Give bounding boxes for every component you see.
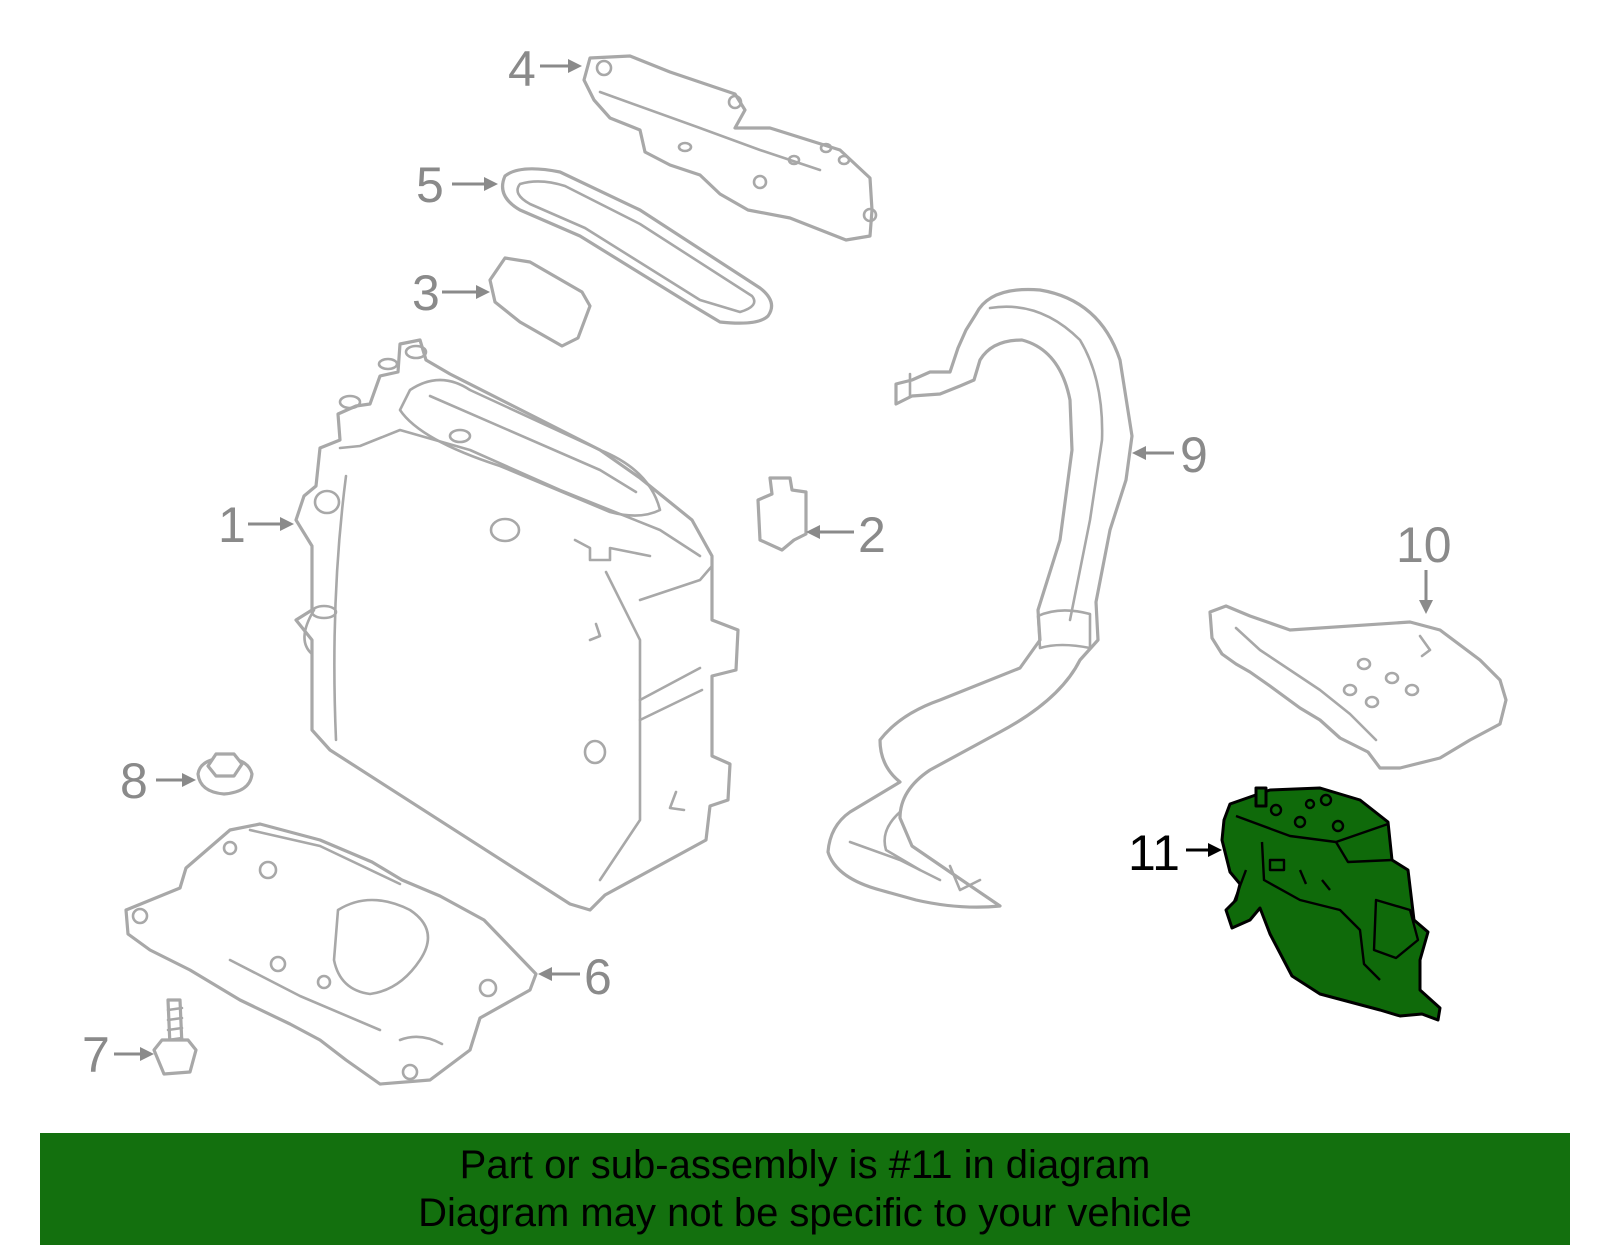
- callout-arrows: [114, 59, 1433, 1061]
- part-4-bracket: [582, 54, 878, 242]
- callout-10: 10: [1396, 517, 1452, 573]
- part-10-bracket: [1208, 604, 1508, 770]
- banner-line-2: Diagram may not be specific to your vehi…: [418, 1191, 1192, 1235]
- callout-8: 8: [120, 753, 148, 809]
- part-6-cover: [124, 822, 538, 1086]
- part-11-highlighted: [1220, 786, 1442, 1022]
- banner-background: [40, 1133, 1570, 1245]
- part-8-nut: [196, 752, 254, 796]
- part-2-clip: [756, 476, 808, 552]
- info-banner: Part or sub-assembly is #11 in diagram D…: [40, 1133, 1570, 1245]
- part-5-seal: [500, 167, 774, 325]
- callout-1: 1: [218, 497, 246, 553]
- callout-4: 4: [508, 41, 536, 97]
- part-1-radiator: [294, 338, 740, 912]
- callout-7: 7: [82, 1027, 110, 1083]
- part-7-bolt: [152, 998, 198, 1076]
- banner-line-1: Part or sub-assembly is #11 in diagram: [459, 1143, 1151, 1187]
- callout-2: 2: [858, 507, 886, 563]
- callout-6: 6: [584, 949, 612, 1005]
- part-9-hose: [826, 287, 1134, 909]
- callout-3: 3: [412, 265, 440, 321]
- callout-9: 9: [1180, 427, 1208, 483]
- part-3-pad: [488, 256, 592, 348]
- callout-5: 5: [416, 157, 444, 213]
- callout-11: 11: [1128, 825, 1180, 881]
